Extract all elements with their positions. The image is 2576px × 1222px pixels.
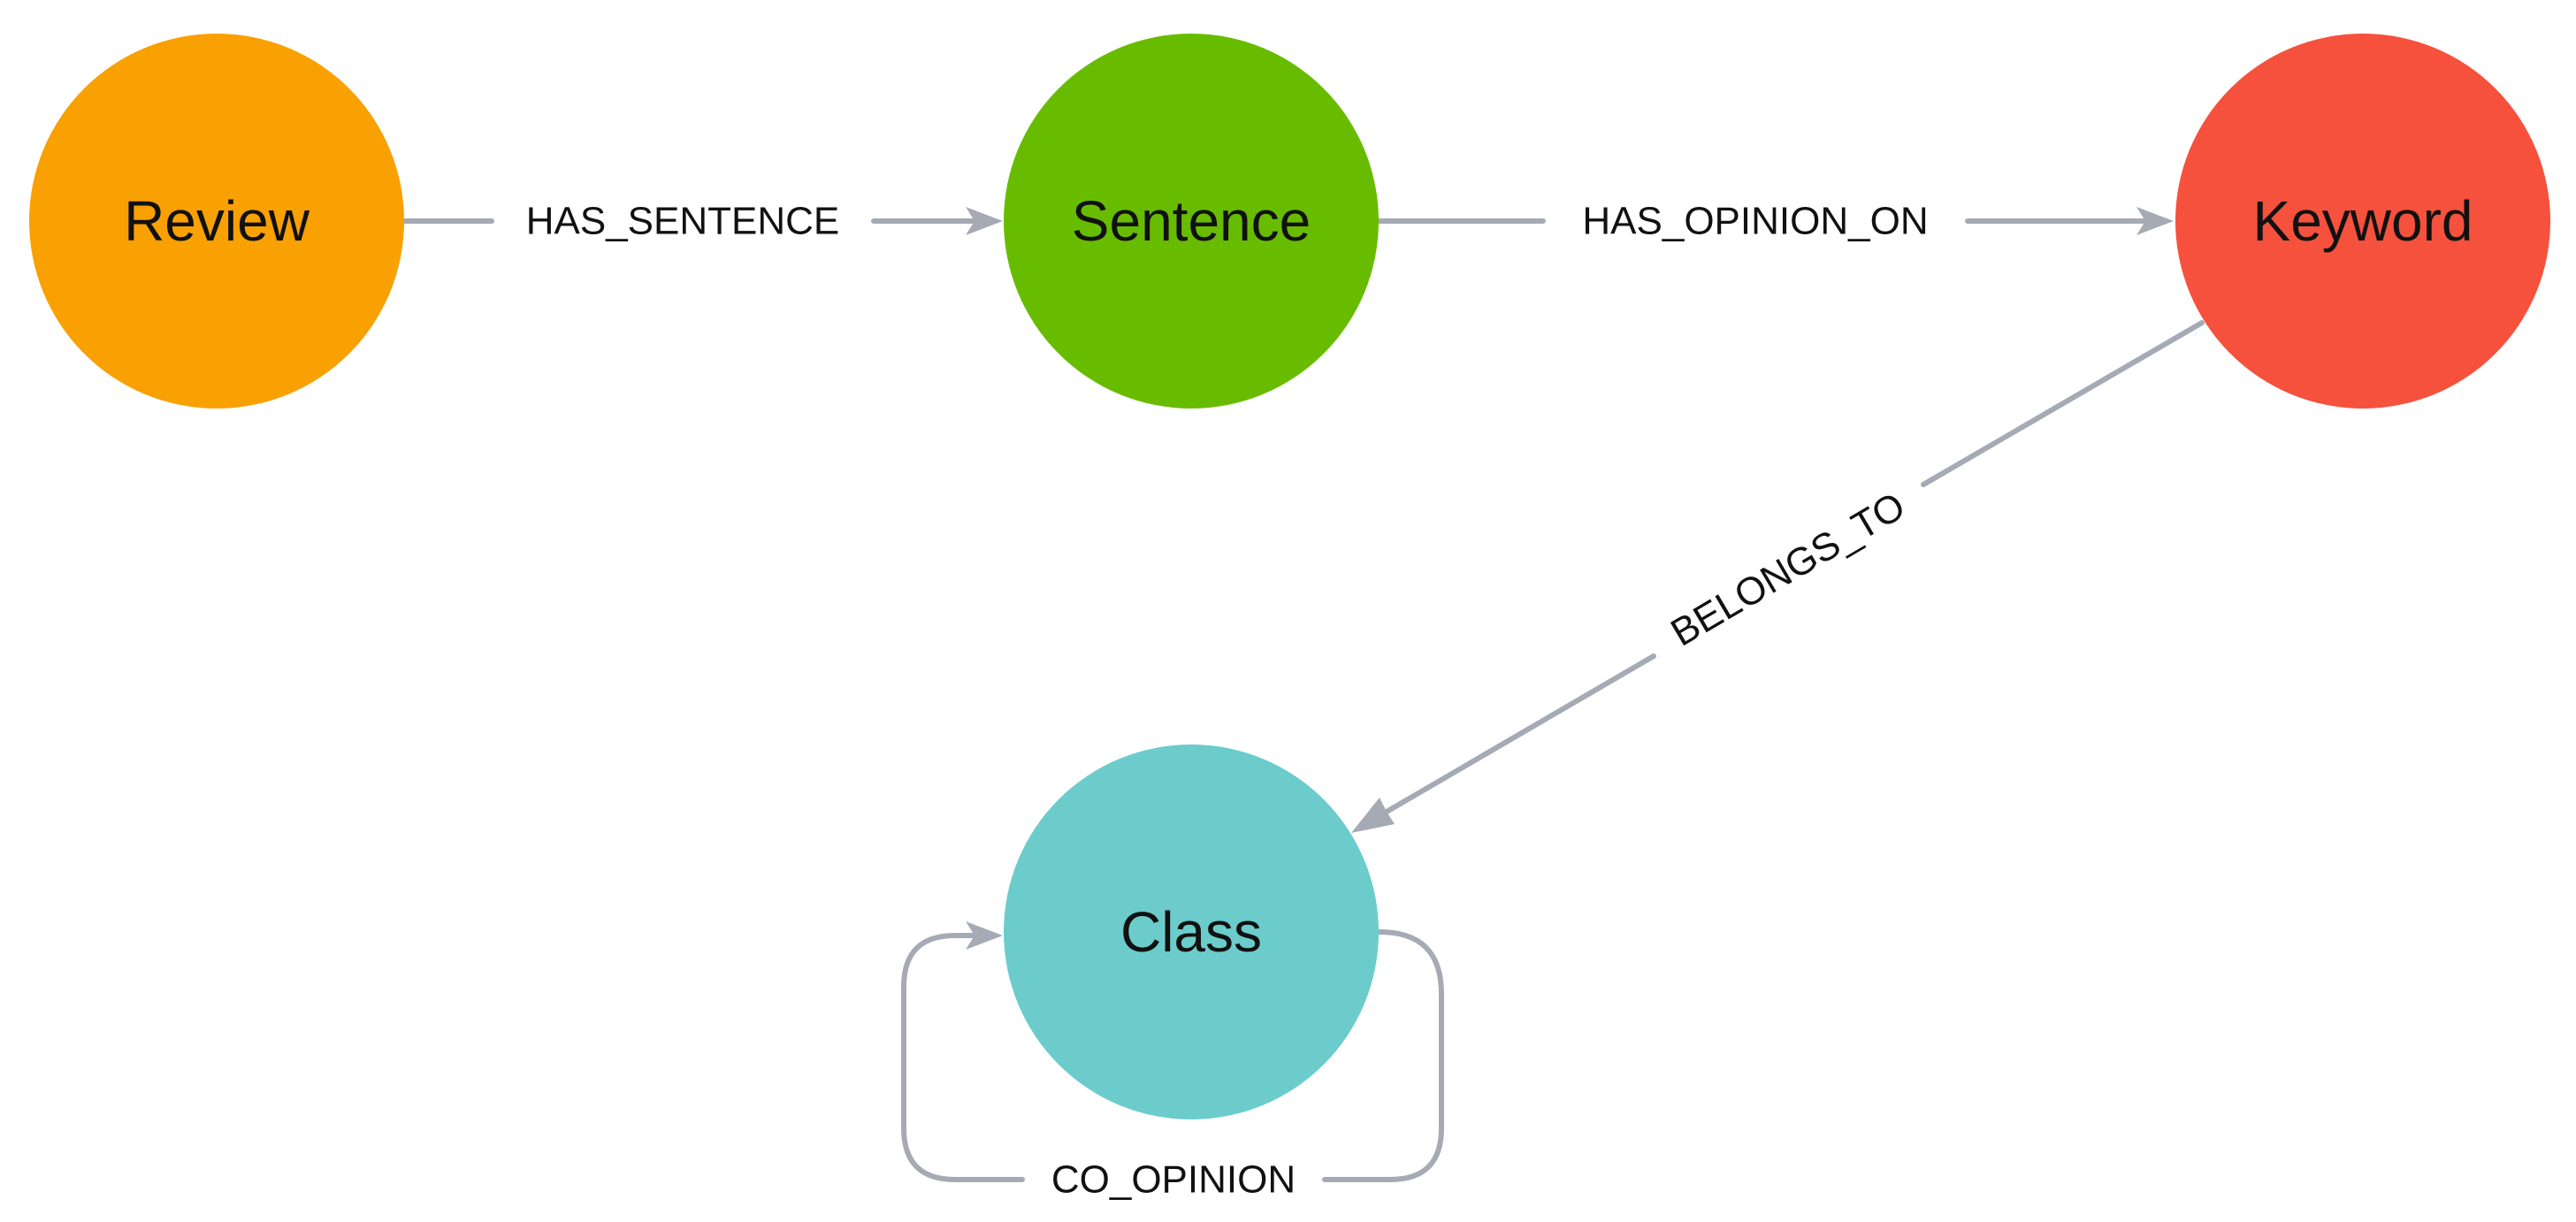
edge-co-opinion-arrowhead xyxy=(966,921,1003,950)
node-keyword-label: Keyword xyxy=(2253,189,2473,253)
edge-has-opinion-on[interactable]: HAS_OPINION_ON xyxy=(1377,200,2174,243)
edge-co-opinion-line xyxy=(901,929,1444,1182)
node-review-label: Review xyxy=(124,189,310,253)
node-sentence-circle xyxy=(1004,34,1379,409)
node-sentence-label: Sentence xyxy=(1072,189,1311,253)
node-keyword-circle xyxy=(2175,34,2550,409)
edge-has-opinion-on-label: HAS_OPINION_ON xyxy=(1582,200,1928,243)
edge-co-opinion[interactable]: CO_OPINION xyxy=(901,921,1444,1202)
edge-has-opinion-on-arrowhead xyxy=(2136,207,2174,235)
edge-co-opinion-label: CO_OPINION xyxy=(1051,1158,1296,1202)
node-review-circle xyxy=(29,34,404,409)
edge-belongs-to-line xyxy=(1384,320,2205,814)
node-sentence[interactable]: Sentence xyxy=(1004,34,1379,409)
node-class-label: Class xyxy=(1120,900,1262,964)
edge-has-sentence-label: HAS_SENTENCE xyxy=(526,200,840,243)
node-keyword[interactable]: Keyword xyxy=(2175,34,2550,409)
nodes: Review Sentence Keyword Class xyxy=(29,34,2550,1119)
edge-has-sentence-arrowhead xyxy=(966,207,1003,235)
edge-belongs-to-label: BELONGS_TO xyxy=(1663,484,1912,654)
edge-belongs-to[interactable]: BELONGS_TO xyxy=(1351,320,2205,833)
node-review[interactable]: Review xyxy=(29,34,404,409)
edge-belongs-to-arrowhead xyxy=(1351,798,1395,833)
edge-has-sentence[interactable]: HAS_SENTENCE xyxy=(401,200,1003,243)
node-class[interactable]: Class xyxy=(1004,745,1379,1119)
node-class-circle xyxy=(1004,745,1379,1119)
